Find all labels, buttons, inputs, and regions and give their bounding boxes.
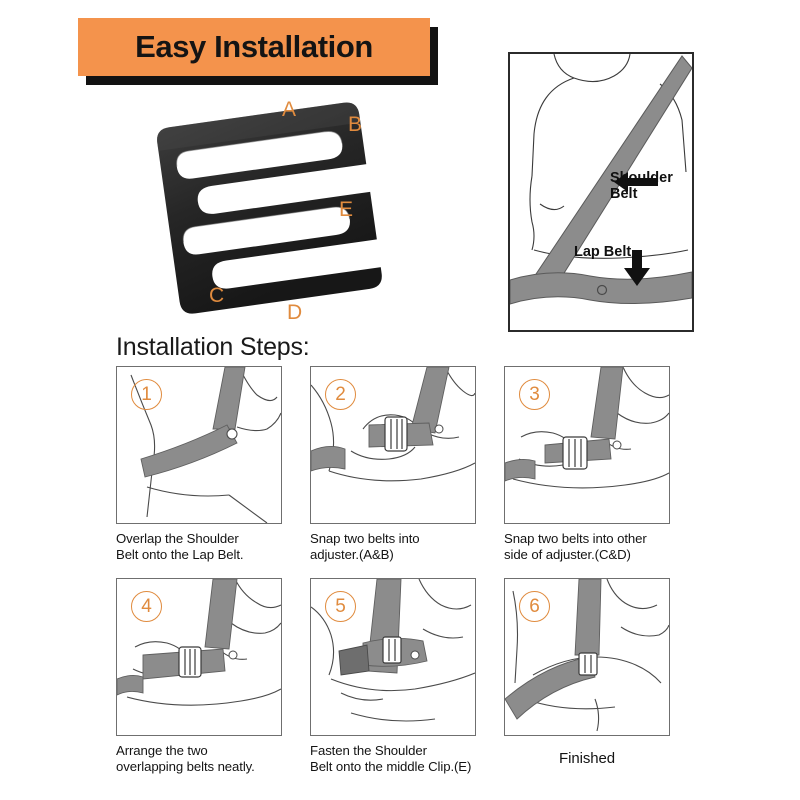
step-cell-6: 6 xyxy=(504,578,670,786)
step-caption-3: Snap two belts into other side of adjust… xyxy=(504,531,647,563)
step-number-badge-6: 6 xyxy=(519,591,550,622)
belt-diagram-illustration xyxy=(510,54,692,305)
adjuster-buckle xyxy=(178,646,202,678)
step-number-badge-5: 5 xyxy=(325,591,356,622)
product-image-buckle xyxy=(120,92,420,332)
step-image-4: 4 xyxy=(116,578,282,736)
adjuster-buckle xyxy=(382,636,402,664)
lap-belt-stud xyxy=(596,284,608,296)
adjuster-buckle xyxy=(562,436,588,470)
shoulder-belt-strap xyxy=(212,367,246,430)
step-number-badge-2: 2 xyxy=(325,379,356,410)
step-caption-5: Fasten the Shoulder Belt onto the middle… xyxy=(310,743,472,775)
shoulder-belt-strap xyxy=(574,579,602,656)
step-image-3: 3 xyxy=(504,366,670,524)
shoulder-belt-arrow xyxy=(614,172,658,192)
step-cell-4: 4 xyxy=(116,578,282,786)
step-number-badge-4: 4 xyxy=(131,591,162,622)
title-banner: Easy Installation xyxy=(78,18,438,85)
installation-steps-grid: 1 Overlap the Shoulder Belt onto the Lap… xyxy=(116,366,700,786)
step-number-badge-3: 3 xyxy=(519,379,550,410)
step-caption-4: Arrange the two overlapping belts neatly… xyxy=(116,743,255,775)
step-cell-2: 2 xyxy=(310,366,476,574)
buckle-top-highlight xyxy=(157,102,361,151)
shoulder-belt-strap xyxy=(204,579,238,650)
step-number-badge-1: 1 xyxy=(131,379,162,410)
buckle-slot-d xyxy=(212,238,391,289)
step-caption-1: Overlap the Shoulder Belt onto the Lap B… xyxy=(116,531,244,563)
belt-reference-diagram: Shoulder Belt Lap Belt xyxy=(508,52,694,332)
shoulder-belt-strap xyxy=(410,367,450,434)
buckle-label-e: E xyxy=(339,198,354,221)
step-image-5: 5 xyxy=(310,578,476,736)
step-image-1: 1 xyxy=(116,366,282,524)
buckle-label-d: D xyxy=(287,301,303,324)
step-caption-6: Finished xyxy=(559,750,615,767)
step-caption-2: Snap two belts into adjuster.(A&B) xyxy=(310,531,420,563)
step-cell-3: 3 xyxy=(504,366,670,574)
buckle-slot-e xyxy=(183,207,350,255)
shoulder-belt-label: Shoulder Belt xyxy=(610,170,673,203)
buckle-slot-a xyxy=(176,131,343,179)
buckle-label-c: C xyxy=(209,284,225,307)
step-cell-1: 1 Overlap the Shoulder Belt onto the Lap… xyxy=(116,366,282,574)
lap-belt-arrow xyxy=(624,250,650,286)
step-cell-5: 5 xyxy=(310,578,476,786)
buckle-label-b: B xyxy=(348,113,363,136)
shoulder-belt-strap xyxy=(590,367,624,440)
adjuster-buckle xyxy=(384,416,408,452)
buckle-label-a: A xyxy=(282,98,297,121)
adjuster-buckle xyxy=(578,652,598,676)
lap-belt-label: Lap Belt xyxy=(574,244,632,260)
lap-belt-strap xyxy=(505,656,596,720)
buckle-slot-b xyxy=(197,162,381,214)
lap-belt-strap xyxy=(140,424,238,478)
page-title: Easy Installation xyxy=(135,29,373,64)
step-image-6: 6 xyxy=(504,578,670,736)
step-image-2: 2 xyxy=(310,366,476,524)
installation-steps-heading: Installation Steps: xyxy=(116,333,310,361)
title-banner-fill: Easy Installation xyxy=(78,18,430,76)
buckle-illustration xyxy=(157,102,391,314)
lap-belt-strap xyxy=(510,271,692,305)
